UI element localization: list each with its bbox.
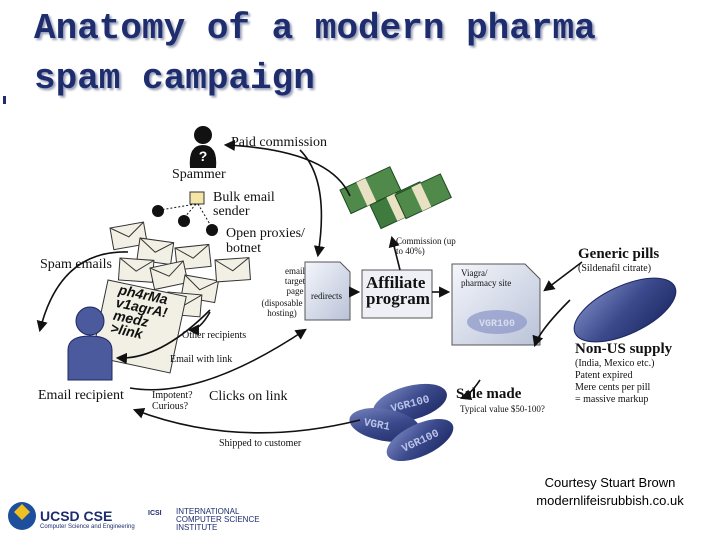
spammer-label: Spammer (172, 167, 226, 182)
non-us-detail-1: (India, Mexico etc.) (575, 358, 655, 369)
bulk-sender-icon (189, 191, 205, 205)
clicks-on-link-label: Clicks on link (209, 389, 288, 404)
shipped-to-customer-label: Shipped to customer (219, 438, 302, 449)
icsi-logo-text: INTERNATIONAL COMPUTER SCIENCE INSTITUTE (176, 508, 260, 532)
non-us-detail-2: Patent expired (575, 370, 633, 381)
icsi-logo-abbr: ICSI (148, 510, 162, 517)
generic-pills-label: Generic pills (578, 246, 660, 262)
email-recipient-label: Email recipient (38, 388, 124, 403)
non-us-detail-4: = massive markup (575, 394, 649, 405)
money-stack-icon (339, 166, 452, 230)
non-us-detail-3: Mere cents per pill (575, 382, 651, 393)
pills-pile-icon: VGR100 VGR1 VGR100 (349, 383, 454, 462)
commission-label: Commission (up to 40%) (396, 236, 456, 256)
typical-value-label: Typical value $50-100? (460, 404, 545, 414)
disposable-hosting-label: (disposable hosting) (261, 298, 303, 318)
bulk-email-sender-label: Bulk email sender (213, 190, 275, 219)
email-with-link-label: Email with link (170, 354, 233, 365)
open-proxies-label: Open proxies/ botnet (226, 226, 305, 256)
icsi-line-2: COMPUTER SCIENCE (176, 515, 260, 524)
non-us-details: (India, Mexico etc.) Patent expired Mere… (575, 358, 654, 406)
title-line-2: spam campaign (34, 58, 315, 99)
impotent-label: Impotent? Curious? (152, 390, 193, 412)
affiliate-program-label: Affiliate program (366, 273, 430, 308)
spammer-icon: ? (189, 126, 217, 168)
redirects-label: redirects (311, 291, 342, 301)
credits-line-1: Courtesy Stuart Brown (544, 475, 676, 490)
affiliate-program-box (361, 269, 433, 319)
ucsd-logo-subtitle: Computer Science and Engineering (40, 524, 135, 530)
pharmacy-pill-text: VGR100 (479, 319, 515, 330)
question-mark: ? (199, 148, 208, 164)
slide-title: Anatomy of a modern pharma spam campaign (34, 4, 694, 104)
credits-line-2: modernlifeisrubbish.co.uk (536, 493, 684, 508)
paid-commission-label: Paid commission (231, 135, 328, 150)
icsi-line-1: INTERNATIONAL (176, 507, 240, 516)
ucsd-logo-icon (8, 502, 36, 530)
email-target-page-label: email target page (284, 266, 306, 296)
spam-envelopes-icon (109, 221, 251, 318)
other-recipients-label: Other recipients (182, 330, 247, 341)
flow-arrows (36, 139, 571, 434)
spam-emails-label: Spam emails (40, 257, 112, 272)
non-us-supply-label: Non-US supply (575, 341, 673, 357)
pharmacy-site-document-icon: VGR100 (451, 263, 541, 346)
credits: Courtesy Stuart Brown modernlifeisrubbis… (520, 474, 700, 510)
sale-made-label: Sale made (456, 386, 522, 402)
sildenafil-label: (Sildenafil citrate) (578, 263, 652, 274)
pill-label-2: VGR1 (363, 417, 391, 433)
ucsd-logo-text: UCSD CSE (40, 508, 113, 524)
botnet-icon (152, 203, 218, 236)
email-recipient-icon (67, 306, 113, 381)
title-line-1: Anatomy of a modern pharma (34, 8, 596, 49)
generic-pill-icon (573, 277, 677, 343)
bullet-marker (3, 96, 6, 104)
icsi-line-3: INSTITUTE (176, 523, 218, 532)
viagra-site-label: Viagra/ pharmacy site (461, 268, 512, 288)
